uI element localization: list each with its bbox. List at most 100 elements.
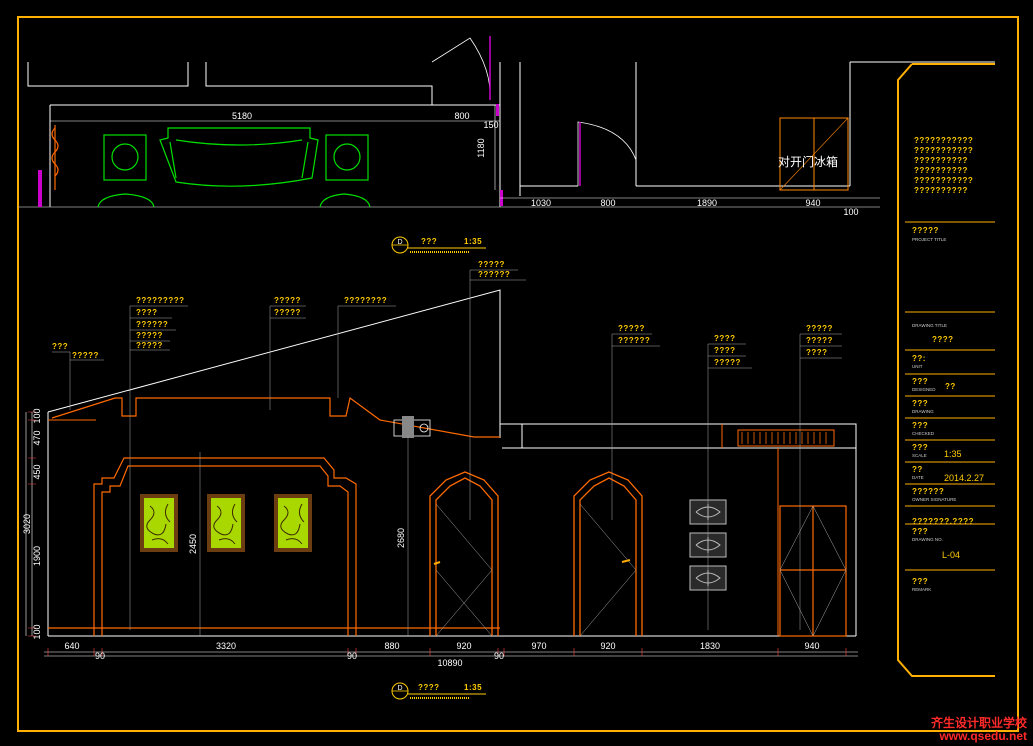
arched-door-2-handle bbox=[621, 559, 631, 563]
arched-door-1-handle bbox=[433, 561, 441, 565]
leader-top-group-rules bbox=[470, 269, 526, 281]
plan-sofa bbox=[159, 127, 319, 187]
section-mark-bottom-scale: 1:35 bbox=[464, 683, 482, 692]
ann-panel-group-2: ???? bbox=[714, 346, 736, 355]
elev-dim-col-450: 450 bbox=[32, 464, 42, 479]
elev-switch-box bbox=[393, 416, 431, 438]
ann-door-group-1: ????? bbox=[618, 324, 645, 333]
title-block-rules bbox=[905, 221, 995, 571]
tb-date-value: 2014.2.27 bbox=[944, 473, 984, 483]
section-mark-bottom-letter: D bbox=[397, 685, 402, 692]
switch-box-dial bbox=[419, 423, 429, 433]
tb-note-2: ??????????? bbox=[914, 146, 973, 155]
ann-mid-group-1: ????? bbox=[274, 296, 301, 305]
elev-dim-row-ticks bbox=[47, 648, 847, 656]
plan-view bbox=[18, 36, 995, 208]
arched-door-2-inner bbox=[579, 477, 637, 636]
plan-wall-right bbox=[499, 61, 995, 207]
title-block-bracket bbox=[897, 63, 995, 677]
plan-side-table-left-lamp bbox=[111, 143, 139, 171]
tb-unit: ??: bbox=[912, 354, 926, 363]
plan-dim-800a: 800 bbox=[454, 111, 469, 121]
plan-dim-940: 940 bbox=[805, 198, 820, 208]
tb-remark-label: REMARK bbox=[912, 587, 931, 592]
elev-dim-col-470: 470 bbox=[32, 430, 42, 445]
ann-left-group-1: ????????? bbox=[136, 296, 184, 305]
section-mark-top-letter: D bbox=[397, 239, 402, 246]
elev-dim-col-ticks bbox=[28, 411, 36, 637]
tb-designed-value: ?? bbox=[945, 382, 956, 391]
elev-dim-640: 640 bbox=[64, 641, 79, 651]
ann-mid-group-2: ????? bbox=[274, 308, 301, 317]
leader-left-group-rules bbox=[130, 305, 188, 351]
plan-chair-left bbox=[97, 193, 155, 208]
tb-date-label: DATE bbox=[912, 475, 924, 480]
tb-scale: ??? bbox=[912, 443, 928, 452]
leader-left-small bbox=[52, 351, 71, 410]
elev-dim-total: 10890 bbox=[437, 658, 462, 668]
tb-owner-label: OWNER SIGNATURE bbox=[912, 497, 956, 502]
leader-right-group-rules bbox=[800, 333, 842, 359]
plan-plant bbox=[51, 127, 59, 177]
tb-drawing-title-label: DRAWING TITLE bbox=[912, 323, 947, 328]
tb-scale-label: SCALE bbox=[912, 453, 927, 458]
plan-chair-right bbox=[319, 193, 371, 208]
elev-arched-door-1 bbox=[429, 471, 499, 637]
elev-dim-90a: 90 bbox=[95, 651, 105, 661]
plan-fridge-diag bbox=[779, 117, 849, 191]
tb-drawing-no-code: ???????.???? bbox=[912, 517, 974, 526]
leader-panel-group-rules bbox=[708, 343, 752, 369]
plan-side-table-right-lamp bbox=[333, 143, 361, 171]
ann-top-group-2: ?????? bbox=[478, 270, 510, 279]
tb-note-3: ?????????? bbox=[914, 156, 968, 165]
elev-sloped-ceiling bbox=[47, 289, 501, 438]
watermark-url: www.qsedu.net bbox=[939, 729, 1027, 743]
plan-dim-5180: 5180 bbox=[232, 111, 252, 121]
arched-door-1-swing bbox=[435, 503, 493, 637]
arched-door-2-swing bbox=[579, 503, 637, 637]
tb-checked: ??? bbox=[912, 421, 928, 430]
lattice-pattern-2 bbox=[213, 503, 238, 545]
plan-wall-left bbox=[27, 62, 500, 207]
ac-vent-frame bbox=[737, 429, 835, 447]
tb-drawing-label: DRAWING bbox=[912, 409, 934, 414]
lattice-panel-1 bbox=[144, 498, 174, 548]
ann-left-group-3: ?????? bbox=[136, 320, 168, 329]
ann-door-group-2: ?????? bbox=[618, 336, 650, 345]
tb-owner: ?????? bbox=[912, 487, 944, 496]
plan-post-mid bbox=[496, 104, 499, 116]
elev-dim-col-100a: 100 bbox=[32, 408, 42, 423]
ann-right-group-2: ????? bbox=[806, 336, 833, 345]
plan-post-left bbox=[38, 170, 42, 207]
elev-dim-door-height: 2680 bbox=[396, 528, 406, 548]
section-mark-top: D ??? 1:35 bbox=[391, 236, 486, 254]
lattice-pattern-1 bbox=[146, 503, 171, 545]
elev-dim-90c: 90 bbox=[494, 651, 504, 661]
tb-drawing-no-label: DRAWING NO. bbox=[912, 537, 943, 542]
elevation-outline bbox=[47, 412, 857, 637]
tb-project-title: ????? bbox=[912, 226, 939, 235]
elev-ac-vent bbox=[721, 424, 835, 636]
tb-note-1: ??????????? bbox=[914, 136, 973, 145]
ann-panel-group-1: ???? bbox=[714, 334, 736, 343]
drawing-frame bbox=[17, 16, 1019, 732]
tb-note-6: ?????????? bbox=[914, 186, 968, 195]
section-mark-bottom-title: ???? bbox=[418, 683, 440, 692]
arched-door-2-outer bbox=[573, 471, 643, 636]
ann-top-group-1: ????? bbox=[478, 260, 505, 269]
section-mark-top-scale: 1:35 bbox=[464, 237, 482, 246]
elev-dim-970: 970 bbox=[531, 641, 546, 651]
elev-soffit-profile bbox=[51, 396, 500, 438]
plan-dimension-lines bbox=[50, 105, 880, 199]
plan-door-swing-2 bbox=[577, 121, 637, 186]
tb-note-4: ?????????? bbox=[914, 166, 968, 175]
ann-left-small-1: ??? bbox=[52, 342, 68, 351]
ann-panel-group-3: ????? bbox=[714, 358, 741, 367]
leader-mid-group-rules bbox=[270, 305, 306, 319]
elev-dim-left-total: 3020 bbox=[22, 514, 32, 534]
elev-dim-1830: 1830 bbox=[700, 641, 720, 651]
ac-vent-louvers bbox=[741, 432, 827, 444]
tb-drawing-no: ??? bbox=[912, 527, 928, 536]
plan-dim-1890: 1890 bbox=[697, 198, 717, 208]
